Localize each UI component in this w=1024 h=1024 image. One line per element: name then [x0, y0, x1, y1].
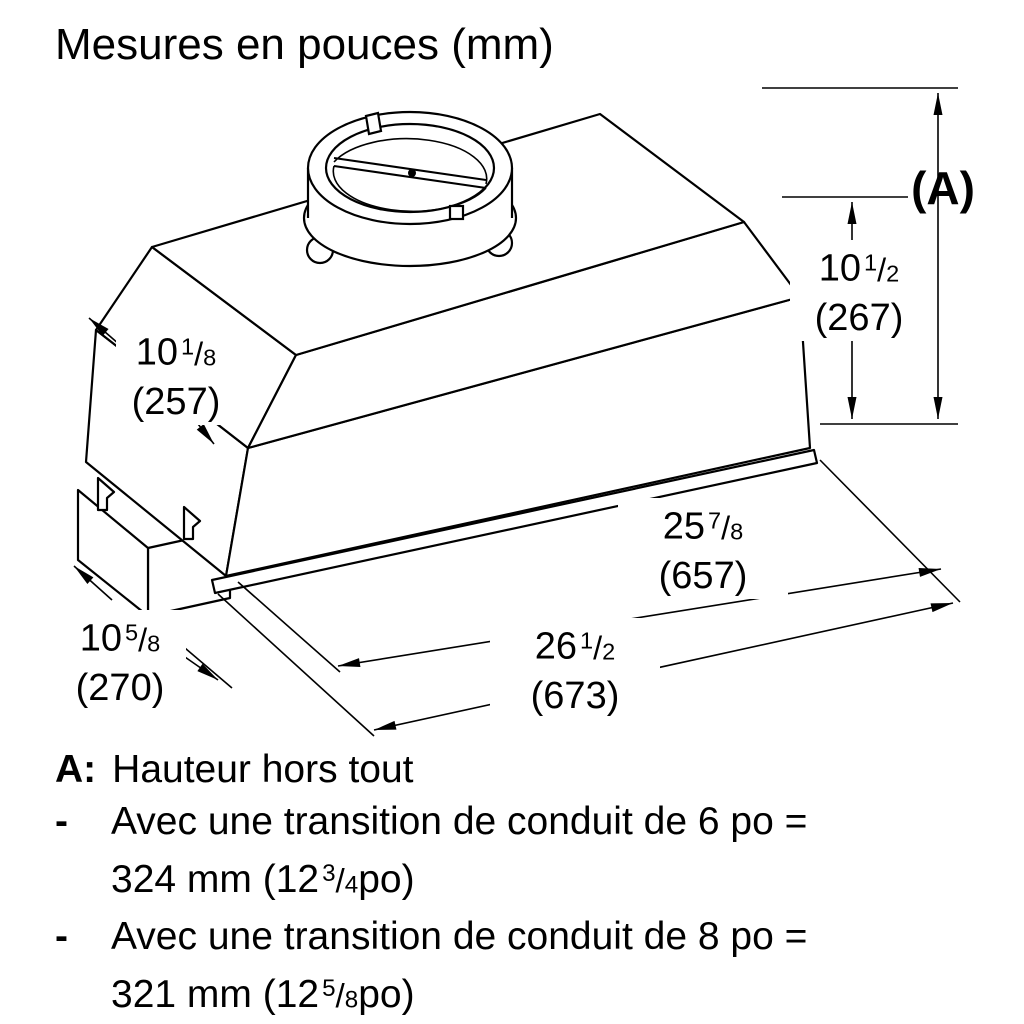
- note-bullet-1-text: Avec une transition de conduit de 6 po =: [111, 800, 808, 843]
- dim-liner-depth-arrow-up: [73, 565, 113, 601]
- ext-line-right: [819, 459, 961, 603]
- bullet-dash: -: [55, 915, 68, 959]
- bottom-lip: [210, 448, 819, 595]
- page-title: Mesures en pouces (mm): [55, 20, 554, 69]
- note-a-title: A: Hauteur hors tout: [55, 744, 985, 796]
- collar-clip-top: [364, 111, 383, 136]
- notes-block: A: Hauteur hors tout - Avec une transiti…: [55, 744, 985, 1024]
- note-bullet-1-fraction: 3/4: [322, 860, 359, 900]
- dim-front-height-mm: (257): [131, 381, 221, 424]
- damper-flap-bottom: [332, 165, 487, 213]
- note-bullet-1-value-pre: 324 mm (12: [111, 857, 320, 901]
- dim-overall-height-label: (A): [911, 162, 975, 214]
- note-bullet-2: - Avec une transition de conduit de 8 po…: [55, 911, 985, 963]
- liner-left-face: [76, 488, 150, 618]
- damper-bar-top: [333, 157, 487, 181]
- note-a-label: A:: [55, 748, 97, 791]
- note-bullet-2-value-post: po): [358, 973, 415, 1017]
- note-bullet-1-value-post: po): [358, 857, 415, 901]
- damper-bar-bottom: [333, 165, 487, 189]
- mounting-hook-left: [96, 476, 116, 512]
- note-bullet-2-text: Avec une transition de conduit de 8 po =: [111, 915, 808, 959]
- duct-collar: [302, 110, 518, 268]
- note-bullet-2-value-pre: 321 mm (12: [111, 973, 320, 1017]
- damper-pivot: [408, 169, 416, 177]
- ext-line-657-left: [237, 581, 341, 673]
- note-bullet-2-fraction: 5/8: [322, 975, 359, 1016]
- dim-overall-width-mm: (673): [530, 675, 620, 718]
- damper-flap-top: [333, 137, 488, 185]
- collar-clip-front: [448, 204, 465, 221]
- dim-liner-depth-mm: (270): [75, 667, 165, 710]
- bullet-dash: -: [55, 800, 68, 843]
- dim-liner-width-mm: (657): [658, 555, 748, 598]
- mounting-hook-right: [182, 505, 202, 541]
- dim-overall-width-line: [373, 602, 954, 731]
- ext-line-673-left: [217, 593, 375, 737]
- note-bullet-1: - Avec une transition de conduit de 6 po…: [55, 796, 985, 848]
- dim-upper-height-mm: (267): [814, 297, 904, 340]
- note-a-text: Hauteur hors tout: [112, 748, 414, 791]
